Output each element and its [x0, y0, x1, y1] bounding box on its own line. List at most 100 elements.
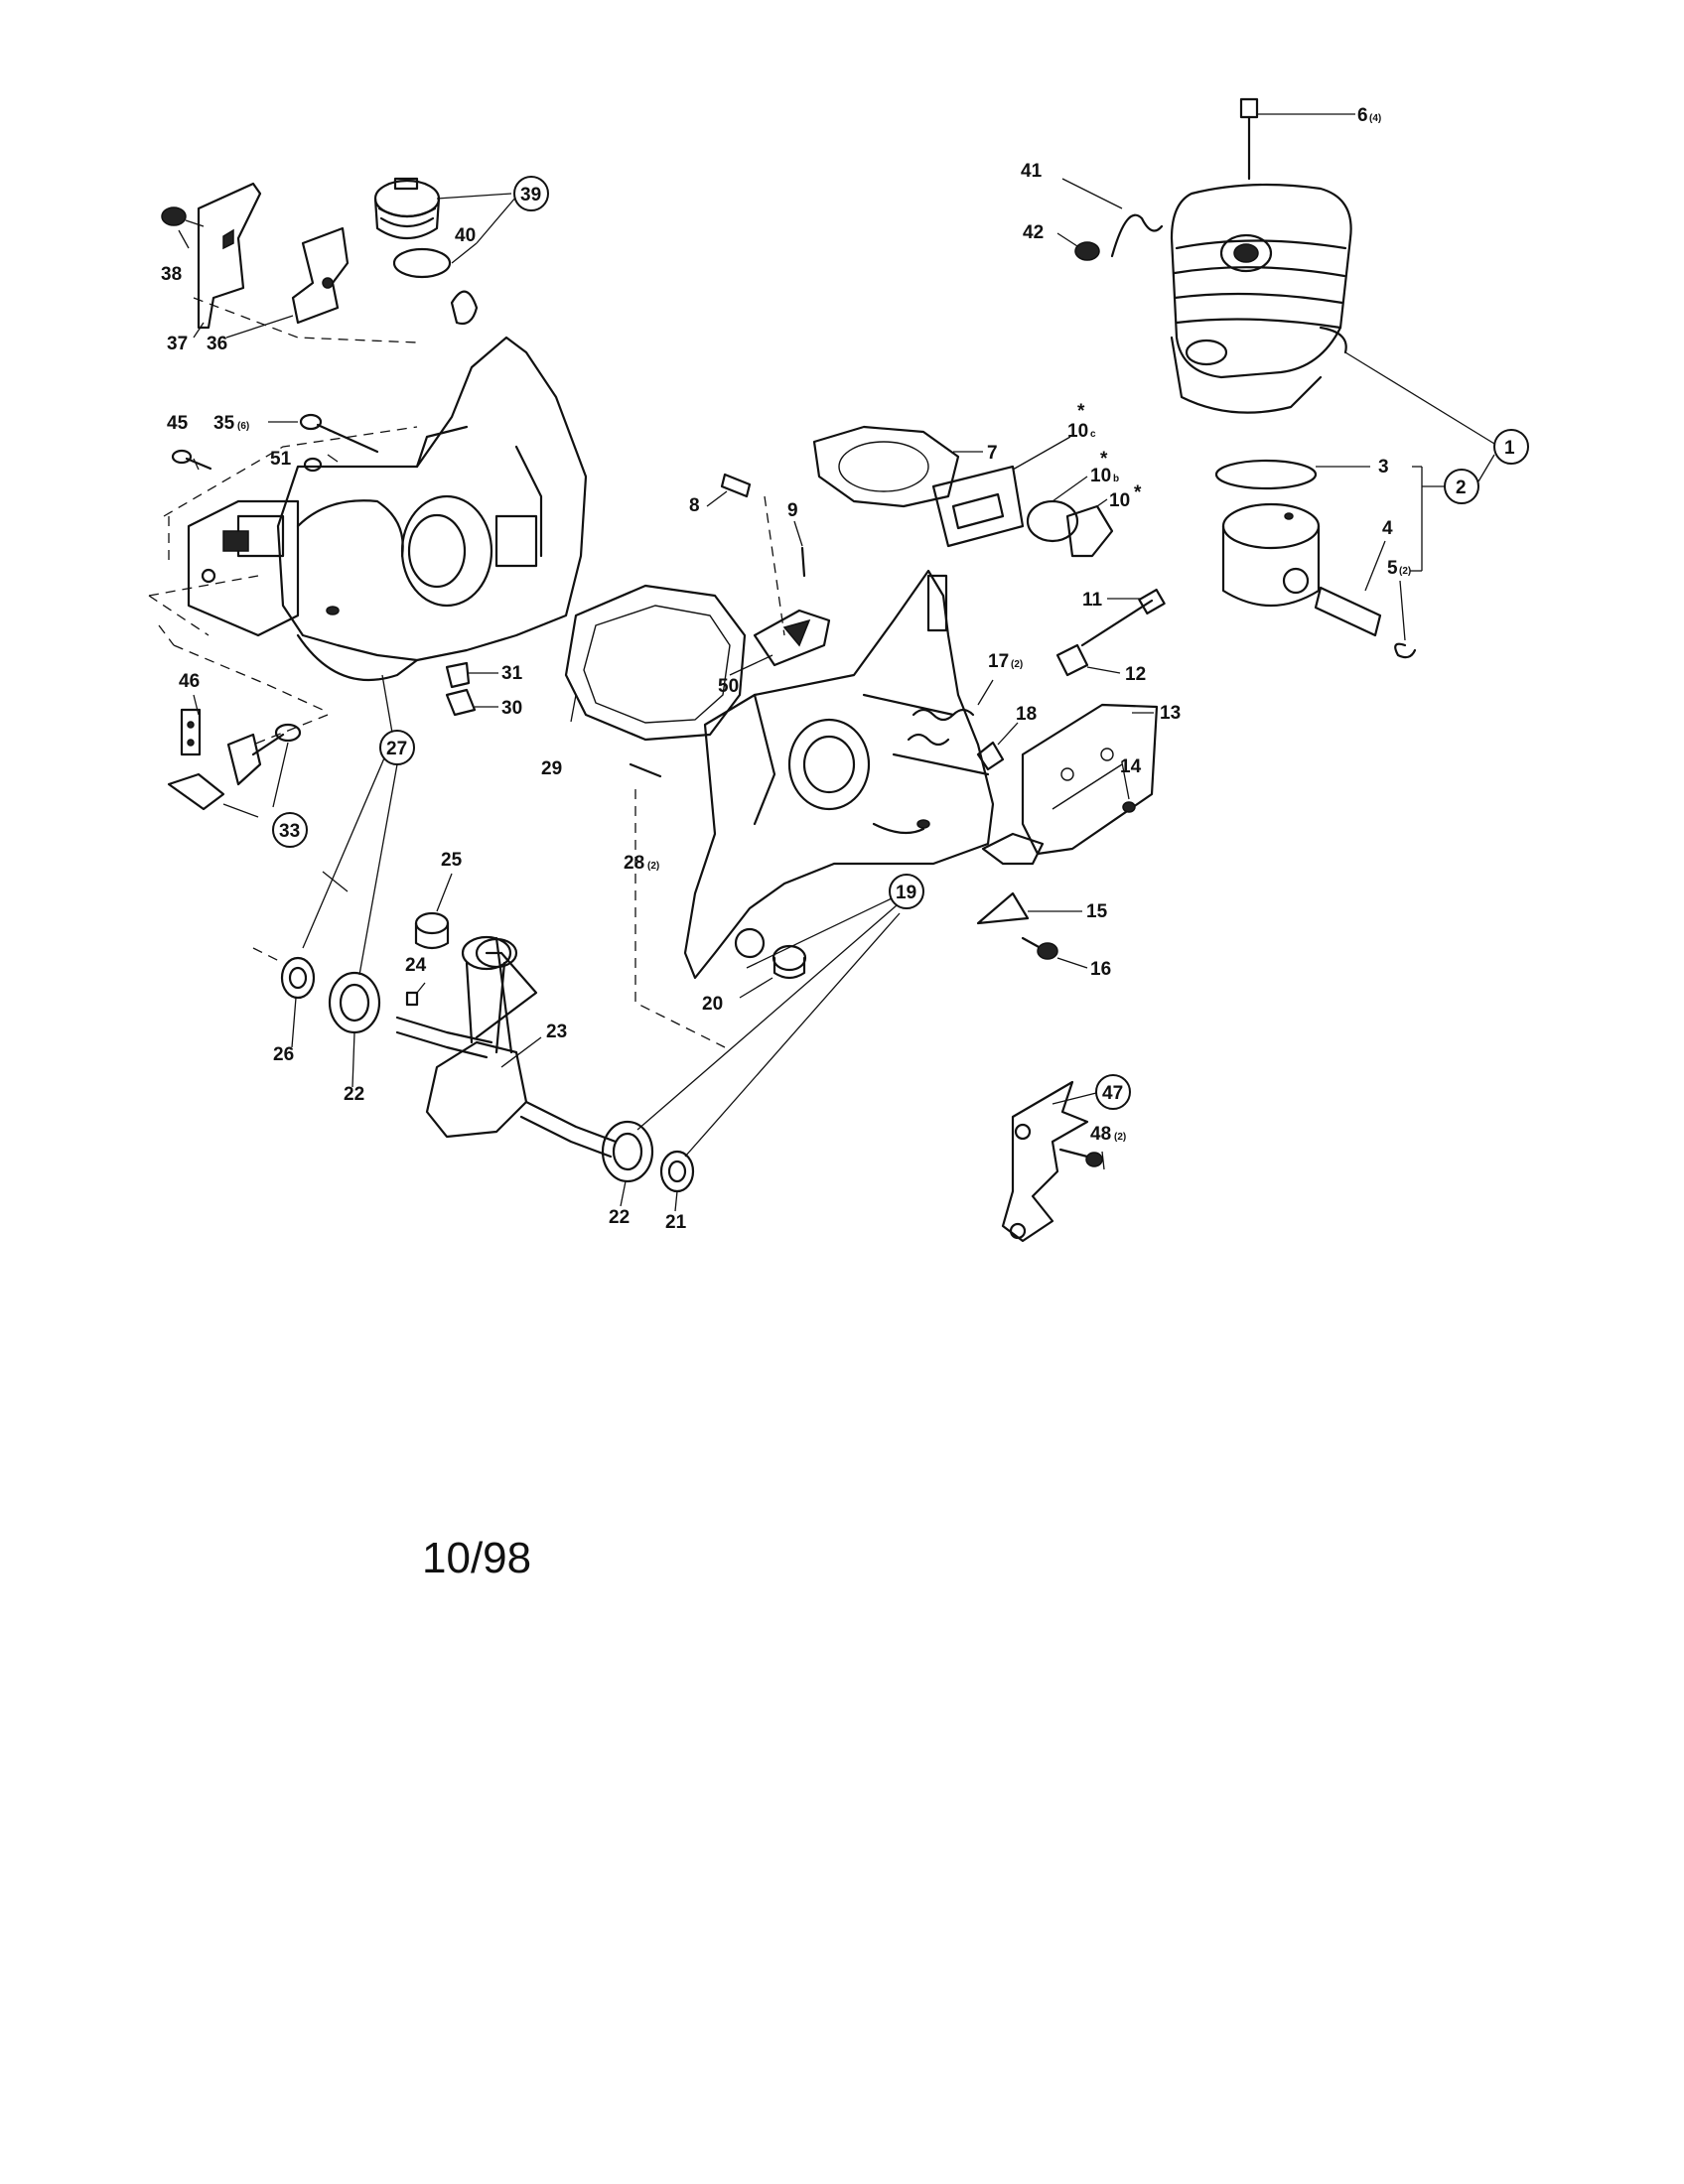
label-19: 19: [896, 883, 916, 903]
label-42: 42: [1023, 222, 1044, 243]
dowel-9: [800, 546, 806, 578]
label-2: 2: [1456, 478, 1467, 498]
switch-plate: [180, 708, 202, 756]
label-22b: 22: [609, 1207, 630, 1228]
pin-28: [629, 762, 662, 778]
filter-element: [450, 290, 479, 326]
clip-30: [445, 688, 498, 717]
callout-circle-39: [513, 176, 549, 211]
label-35: 35: [213, 413, 235, 434]
label-10c-suffix: c: [1090, 429, 1096, 440]
label-38: 38: [161, 264, 182, 285]
nut-12: [1055, 643, 1121, 677]
label-12: 12: [1125, 664, 1146, 685]
label-10c: 10: [1067, 421, 1088, 442]
decal-10c: [931, 465, 1025, 548]
valve-10: [1065, 504, 1114, 558]
label-5: 5: [1387, 558, 1398, 579]
screw-14: [1122, 801, 1136, 813]
callout-circle-19: [889, 874, 924, 909]
label-10-star: *: [1134, 482, 1142, 503]
screw-16: [1021, 936, 1088, 969]
label-48-qty: (2): [1114, 1132, 1126, 1143]
label-22a: 22: [344, 1084, 364, 1105]
seal-right: [659, 1150, 695, 1193]
label-1: 1: [1504, 438, 1515, 459]
cap-seal: [392, 247, 452, 279]
piston: [1221, 502, 1321, 607]
label-33: 33: [279, 821, 300, 842]
needle-bearing: [414, 911, 450, 950]
label-10c-star: *: [1077, 401, 1085, 422]
nut: [1056, 232, 1100, 261]
label-28-qty: (2): [647, 861, 659, 872]
screw-45: [171, 449, 212, 471]
label-30: 30: [501, 698, 522, 719]
cylinder-gasket: [812, 425, 960, 508]
label-25: 25: [441, 850, 463, 871]
label-39: 39: [520, 185, 541, 205]
label-31: 31: [501, 663, 523, 684]
label-28: 28: [624, 853, 644, 874]
chain-catcher-47: [1001, 1080, 1089, 1243]
label-10: 10: [1109, 490, 1130, 511]
clip-31: [445, 661, 498, 689]
label-16: 16: [1090, 959, 1111, 980]
callout-circle-2: [1444, 469, 1479, 504]
label-35-qty: (6): [237, 421, 249, 432]
label-51: 51: [270, 449, 292, 470]
label-10b-star: *: [1100, 449, 1108, 470]
label-40: 40: [455, 225, 476, 246]
label-4: 4: [1382, 518, 1393, 539]
bearing-left: [328, 971, 381, 1034]
label-15: 15: [1086, 901, 1108, 922]
oil-cap: [373, 177, 441, 239]
spring-17: [907, 679, 994, 747]
bracket-plate: [197, 182, 262, 330]
seal-left: [280, 956, 316, 1000]
label-37: 37: [167, 334, 188, 354]
con-rod: [461, 935, 512, 1054]
label-36: 36: [207, 334, 227, 354]
label-20: 20: [702, 994, 723, 1015]
stop-switch: [167, 723, 302, 811]
chain-catcher: [753, 609, 831, 667]
label-18: 18: [1016, 704, 1037, 725]
label-24: 24: [405, 955, 427, 976]
screw-48: [1058, 1148, 1103, 1167]
cylinder: [1170, 183, 1352, 414]
crankcase-left-half: [187, 336, 588, 682]
label-7: 7: [987, 443, 998, 464]
callout-circle-1: [1493, 429, 1529, 465]
label-27: 27: [386, 739, 407, 759]
bearing-right: [601, 1120, 654, 1183]
label-13: 13: [1160, 703, 1181, 724]
key-24: [405, 991, 419, 1007]
bar-stud: [1080, 588, 1166, 647]
crankcase-right-half: [683, 569, 995, 980]
label-26: 26: [273, 1044, 294, 1065]
label-11: 11: [1082, 590, 1103, 611]
crankshaft: [395, 936, 618, 1159]
piston-pin: [1314, 540, 1386, 637]
side-plate: [981, 703, 1159, 866]
plug-20: [739, 944, 807, 999]
label-10b: 10: [1090, 466, 1111, 486]
cylinder-bolt: [1239, 97, 1355, 181]
guide-plate: [291, 226, 350, 325]
bar-plate: [976, 891, 1082, 925]
label-10b-suffix: b: [1113, 474, 1119, 484]
label-29: 29: [541, 758, 562, 779]
pin-18: [976, 722, 1019, 771]
washer-51: [303, 457, 323, 473]
label-14: 14: [1120, 756, 1142, 777]
label-46: 46: [179, 671, 200, 692]
label-45: 45: [167, 413, 189, 434]
label-17-qty: (2): [1011, 659, 1023, 670]
label-48: 48: [1090, 1124, 1111, 1145]
piston-ring: [1214, 459, 1318, 490]
label-8: 8: [689, 495, 700, 516]
callout-circle-47: [1095, 1074, 1131, 1110]
